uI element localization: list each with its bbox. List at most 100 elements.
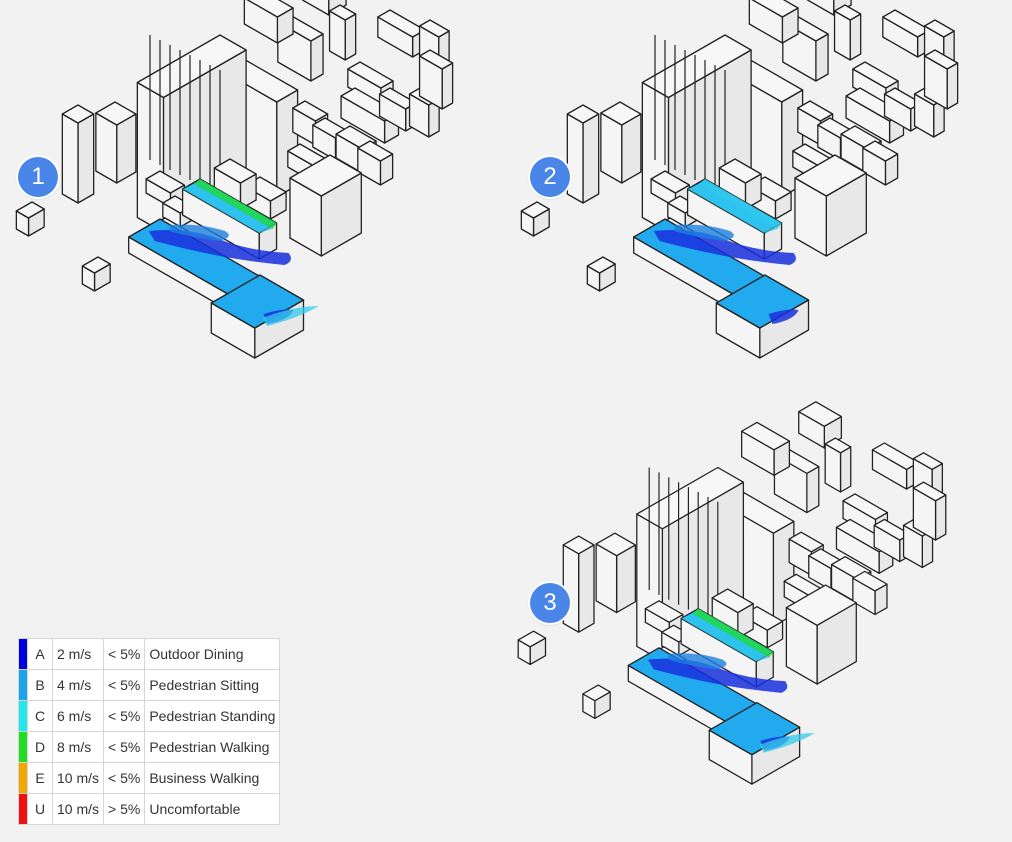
city-group xyxy=(15,0,454,359)
building-roof xyxy=(923,49,959,70)
legend-label: Pedestrian Sitting xyxy=(144,669,281,701)
city-group xyxy=(517,401,947,785)
building-roof xyxy=(923,19,955,38)
building-side xyxy=(116,113,137,184)
legend-label: Pedestrian Walking xyxy=(144,731,281,763)
building-roof xyxy=(377,9,426,38)
building-roof xyxy=(328,4,357,21)
building-roof xyxy=(136,34,247,99)
building-roof xyxy=(862,140,899,162)
legend-letter: C xyxy=(27,700,53,732)
building-side xyxy=(61,113,79,204)
legend-label: Business Walking xyxy=(144,762,281,794)
building-roof xyxy=(418,19,450,38)
building-roof xyxy=(595,532,636,557)
legend-speed: 6 m/s xyxy=(51,700,105,732)
scene-2 xyxy=(505,0,1010,420)
legend-swatch xyxy=(18,762,28,794)
building-side xyxy=(839,446,852,493)
city-group xyxy=(520,0,959,359)
building-roof xyxy=(912,452,943,471)
building-roof xyxy=(357,140,394,162)
legend-letter: E xyxy=(27,762,53,794)
building-roof xyxy=(517,630,547,648)
building-roof xyxy=(636,466,745,530)
building-roof xyxy=(824,437,852,454)
building-roof xyxy=(81,256,111,274)
building-roof xyxy=(246,0,294,18)
building-side xyxy=(344,13,357,61)
building-roof xyxy=(871,442,920,471)
building-roof xyxy=(883,87,922,110)
scene-3 xyxy=(503,401,1008,840)
building-roof xyxy=(641,34,752,99)
building-roof xyxy=(650,170,691,194)
building-roof xyxy=(566,104,600,124)
legend-swatch xyxy=(18,731,28,763)
building-roof xyxy=(788,531,824,553)
legend-frequency: < 5% xyxy=(103,638,146,670)
legend-speed: 10 m/s xyxy=(51,762,105,794)
building-side xyxy=(578,544,595,633)
analysis-roof xyxy=(210,274,305,329)
building-roof xyxy=(347,61,394,89)
legend-label: Pedestrian Standing xyxy=(144,700,281,732)
building-roof xyxy=(289,154,362,197)
scene-badge-3: 3 xyxy=(530,583,570,623)
building-side xyxy=(934,494,947,541)
building-roof xyxy=(794,154,867,197)
legend-letter: B xyxy=(27,669,53,701)
building-roof xyxy=(873,518,911,541)
legend-frequency: > 5% xyxy=(103,793,146,825)
building-side xyxy=(310,33,324,82)
building-roof xyxy=(600,101,642,126)
building-roof xyxy=(61,104,95,124)
building-roof xyxy=(842,493,889,521)
legend-label: Outdoor Dining xyxy=(144,638,281,670)
building-roof xyxy=(798,401,843,427)
building-side xyxy=(806,465,820,514)
legend-swatch xyxy=(18,669,28,701)
building-roof xyxy=(292,100,329,122)
building-roof xyxy=(582,684,611,702)
building-roof xyxy=(797,100,834,122)
city-model xyxy=(15,0,454,359)
building-roof xyxy=(95,101,137,126)
city-model xyxy=(517,401,947,785)
building-roof xyxy=(852,61,899,89)
legend-frequency: < 5% xyxy=(103,700,146,732)
building-roof xyxy=(378,87,417,110)
building-side xyxy=(77,113,95,204)
building-side xyxy=(441,62,454,110)
building-roof xyxy=(718,158,762,184)
legend-speed: 10 m/s xyxy=(51,793,105,825)
legend-letter: D xyxy=(27,731,53,763)
building-roof xyxy=(912,481,947,502)
building-roof xyxy=(520,201,550,219)
legend-letter: U xyxy=(27,793,53,825)
analysis-roof xyxy=(715,274,810,329)
scene-1 xyxy=(0,0,520,420)
legend-swatch xyxy=(18,793,28,825)
building-side xyxy=(621,113,642,184)
building-roof xyxy=(213,158,257,184)
building-roof xyxy=(15,201,45,219)
legend-speed: 4 m/s xyxy=(51,669,105,701)
building-roof xyxy=(711,588,754,614)
building-roof xyxy=(562,535,595,555)
scene-badge-2: 2 xyxy=(530,157,570,197)
building-roof xyxy=(741,421,791,451)
building-side xyxy=(815,33,829,82)
building-roof xyxy=(586,256,616,274)
legend-letter: A xyxy=(27,638,53,670)
legend-frequency: < 5% xyxy=(103,669,146,701)
building-roof xyxy=(833,4,862,21)
building-roof xyxy=(145,170,186,194)
city-model xyxy=(520,0,959,359)
